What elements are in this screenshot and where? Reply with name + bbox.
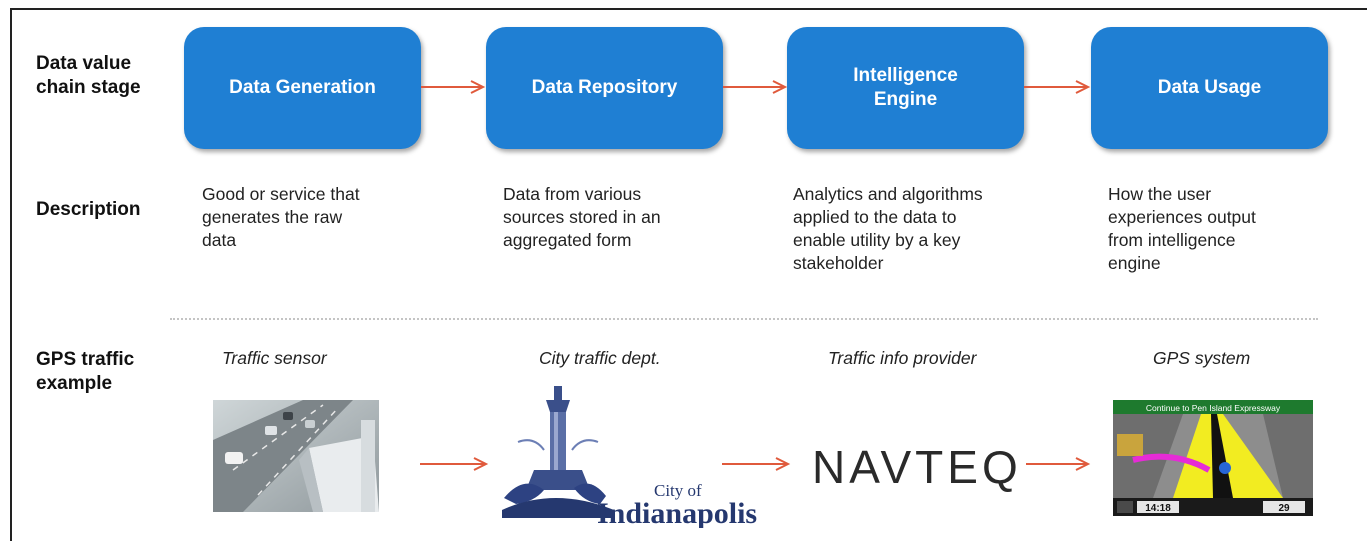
city-of-indianapolis-logo: City of Indianapolis [494, 378, 764, 533]
example-label-gps-system: GPS system [1153, 348, 1251, 368]
example-arrow-1 [420, 456, 490, 472]
gps-time: 14:18 [1145, 503, 1171, 514]
city-of-text: City of [654, 481, 702, 500]
stage-box-data-repository: Data Repository [486, 27, 723, 149]
frame-top-border [10, 8, 1367, 10]
row-label-description: Description [36, 199, 141, 220]
stage-box-data-usage: Data Usage [1091, 27, 1328, 149]
traffic-sensor-photo [213, 400, 379, 517]
description-data-repository: Data from various sources stored in an a… [503, 184, 661, 250]
stage-box-data-generation: Data Generation [184, 27, 421, 149]
gps-distance: 29 [1278, 503, 1290, 514]
description-data-usage: How the user experiences output from int… [1108, 184, 1256, 273]
example-arrow-2 [722, 456, 792, 472]
frame-left-border [10, 8, 12, 541]
gps-route-banner: Continue to Pen Island Expressway [1146, 403, 1281, 413]
indianapolis-text: Indianapolis [597, 497, 757, 528]
example-arrow-3 [1026, 456, 1092, 472]
description-intelligence-engine: Analytics and algorithms applied to the … [793, 184, 983, 273]
stage-title: Intelligence Engine [853, 65, 958, 110]
row-label-example: GPS traffic example [36, 349, 135, 394]
example-label-city-traffic-dept: City traffic dept. [539, 348, 661, 368]
stage-title: Data Usage [1157, 77, 1262, 98]
navteq-logo: NAVTEQ [812, 441, 1022, 493]
example-label-traffic-sensor: Traffic sensor [222, 348, 327, 368]
dotted-divider [170, 318, 1318, 320]
row-label-stage: Data value chain stage [36, 53, 141, 98]
gps-device-screen: Continue to Pen Island Expressway 14:18 … [1113, 400, 1313, 521]
stage-title: Data Generation [229, 77, 376, 98]
stage-arrow-2 [723, 79, 789, 95]
example-label-traffic-info-provider: Traffic info provider [828, 348, 977, 368]
stage-arrow-1 [421, 79, 487, 95]
stage-box-intelligence-engine: Intelligence Engine [787, 27, 1024, 149]
stage-arrow-3 [1024, 79, 1092, 95]
stage-title: Data Repository [531, 77, 678, 98]
description-data-generation: Good or service that generates the raw d… [202, 184, 360, 250]
